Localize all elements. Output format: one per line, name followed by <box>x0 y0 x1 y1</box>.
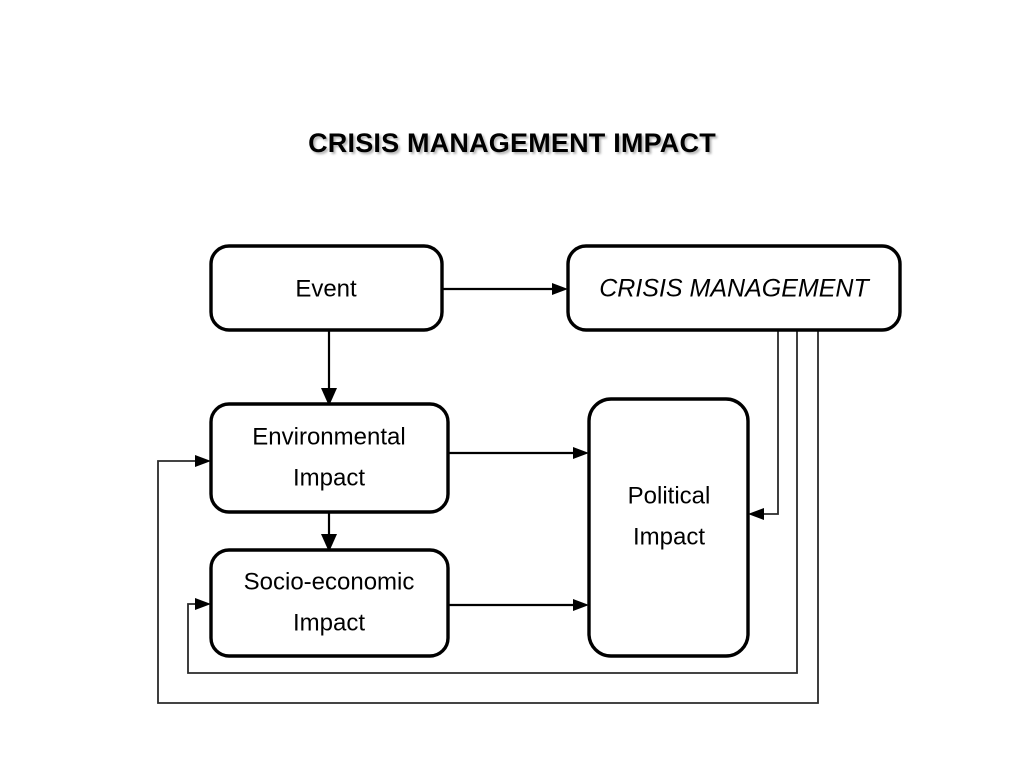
node-political-impact-shape[interactable] <box>587 397 750 658</box>
node-environmental-impact[interactable]: Environmental Impact <box>209 402 450 514</box>
node-socio-economic-impact[interactable]: Socio-economic Impact <box>209 548 450 658</box>
edge-crisis-management-to-political-impact <box>748 330 779 520</box>
node-crisis-management-label: CRISIS MANAGEMENT <box>599 275 870 303</box>
node-political-impact[interactable]: Political Impact <box>587 397 750 658</box>
node-event[interactable]: Event <box>209 244 444 332</box>
edge-socio-economic-impact-to-political-impact <box>448 599 589 611</box>
edge-event-to-environmental-impact <box>321 330 337 406</box>
node-event-shape[interactable] <box>209 244 444 332</box>
edge-crisis-management-feedback-to-socio-economic-impact <box>187 330 798 674</box>
node-socio-economic-impact-label-line2: Impact <box>293 609 365 636</box>
edge-environmental-impact-to-political-impact <box>448 447 589 459</box>
node-political-impact-label-line2: Impact <box>633 523 705 550</box>
node-political-impact-label-line1: Political <box>628 482 711 509</box>
node-socio-economic-impact-shape[interactable] <box>209 548 450 658</box>
node-crisis-management[interactable]: CRISIS MANAGEMENT <box>566 244 902 332</box>
node-environmental-impact-label-line1: Environmental <box>252 423 405 450</box>
edge-environmental-impact-to-socio-economic-impact <box>321 512 337 552</box>
node-environmental-impact-shape[interactable] <box>209 402 450 514</box>
edge-event-to-crisis-management <box>442 283 568 295</box>
page-title: CRISIS MANAGEMENT IMPACT <box>308 128 716 158</box>
node-socio-economic-impact-label-line1: Socio-economic <box>244 568 415 595</box>
node-event-label: Event <box>295 275 357 302</box>
node-crisis-management-shape[interactable] <box>566 244 902 332</box>
node-environmental-impact-label-line2: Impact <box>293 464 365 491</box>
edge-crisis-management-feedback-to-environmental-impact <box>157 330 819 704</box>
